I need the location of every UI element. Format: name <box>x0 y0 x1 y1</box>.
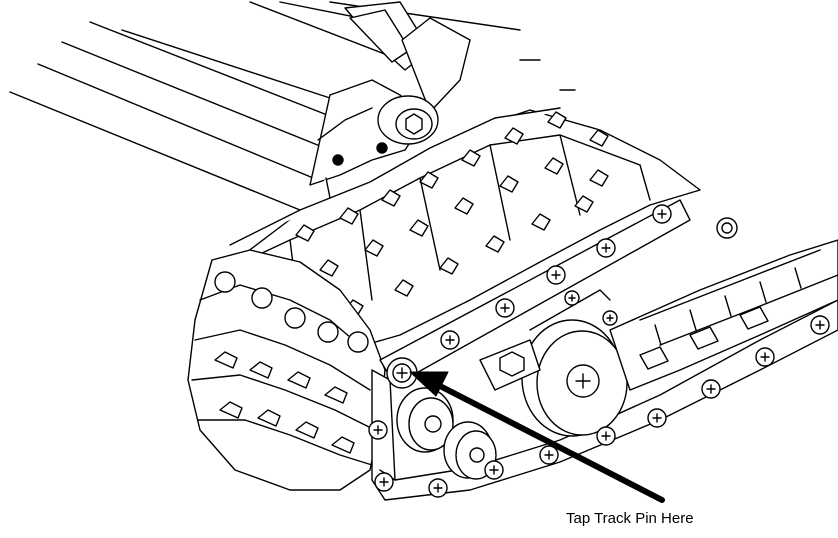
track-front-wrap <box>187 249 386 491</box>
track-pin-icon <box>386 357 418 389</box>
track-rear-run <box>609 239 838 391</box>
callout-label: Tap Track Pin Here <box>566 510 694 527</box>
idler-wheel-icon <box>396 217 738 480</box>
drive-sprocket-icon <box>521 289 628 437</box>
screw-head-icon <box>368 204 830 498</box>
pivot-bolt-icon <box>332 95 439 166</box>
callout-arrow <box>409 371 665 503</box>
frame-rails <box>9 1 576 211</box>
